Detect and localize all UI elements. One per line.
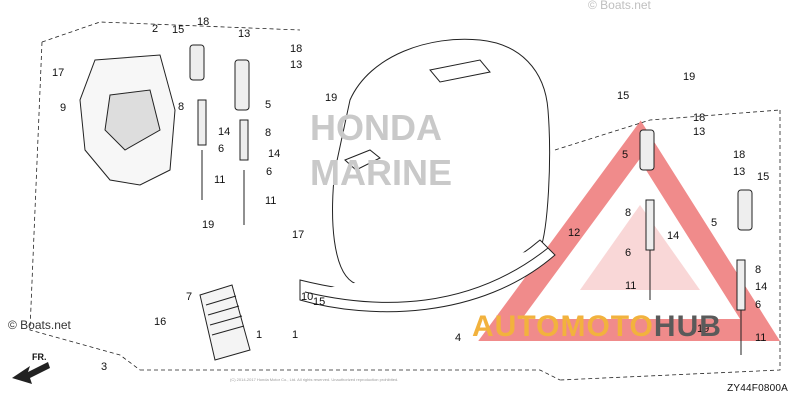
warning-triangle-watermark [478,120,780,341]
callout-16: 16 [154,316,166,328]
callout-14c: 14 [667,230,679,242]
callout-11d: 11 [755,332,766,344]
callout-5c: 5 [622,149,628,161]
callout-14d: 14 [755,281,767,293]
callout-13b: 13 [290,59,302,71]
callout-17b: 17 [292,229,304,241]
callouts: 2 15 18 13 17 9 8 14 6 11 19 18 13 5 19 … [52,16,769,373]
boats-net-watermark-left: © Boats.net [8,318,71,332]
front-direction-label: FR. [32,352,47,362]
callout-14: 14 [218,126,230,138]
callout-15: 15 [172,24,184,36]
callout-18: 18 [197,16,209,28]
callout-7: 7 [186,291,192,303]
callout-8c: 8 [625,207,631,219]
callout-8b: 8 [265,127,271,139]
latch-left [189,44,250,225]
inner-panel [79,54,176,186]
brand-part-2: HUB [653,310,722,343]
frame-lines [29,21,781,381]
cowl-honda-text: HONDA [310,107,442,148]
callout-15d: 15 [757,171,769,183]
copyright-text: (C) 2014-2017 Honda Motor Co., Ltd. All … [230,377,399,382]
callout-15c: 15 [617,90,629,102]
boats-net-watermark-top: © Boats.net [588,0,651,12]
callout-11c: 11 [625,280,636,292]
callout-1b: 1 [292,329,298,341]
callout-14b: 14 [268,148,280,160]
callout-15b: 15 [313,296,325,308]
callout-5: 5 [265,99,271,111]
callout-9: 9 [60,102,66,114]
callout-4: 4 [455,332,461,344]
callout-3: 3 [101,361,107,373]
callout-11b: 11 [265,195,276,207]
callout-17: 17 [52,67,64,79]
grille-cover [199,284,251,361]
callout-13d: 13 [733,166,745,178]
callout-19: 19 [202,219,214,231]
callout-8: 8 [178,101,184,113]
callout-11: 11 [214,174,225,186]
callout-1: 1 [256,329,262,341]
callout-19d: 19 [697,323,709,335]
callout-19c: 19 [683,71,695,83]
front-direction-arrow: FR. [12,352,50,384]
callout-18b: 18 [290,43,302,55]
callout-8d: 8 [755,264,761,276]
callout-10: 10 [301,291,313,303]
latch-right-a [639,129,655,300]
callout-13c: 13 [693,126,705,138]
callout-2: 2 [152,23,158,35]
callout-19b: 19 [325,92,337,104]
callout-6b: 6 [266,166,272,178]
brand-part-1: AUTOMOTO [472,310,654,343]
callout-6d: 6 [755,299,761,311]
callout-13: 13 [238,28,250,40]
cowl-marine-text: MARINE [310,152,452,193]
callout-6c: 6 [625,247,631,259]
callout-5d: 5 [711,217,717,229]
engine-cover [299,38,556,313]
callout-18c: 18 [693,112,705,124]
callout-18d: 18 [733,149,745,161]
diagram-code: ZY44F0800A [727,383,788,394]
latch-right-b [736,189,753,355]
automotohub-watermark: AUTOMOTOHUB [472,310,722,344]
callout-12: 12 [568,227,580,239]
callout-6: 6 [218,143,224,155]
